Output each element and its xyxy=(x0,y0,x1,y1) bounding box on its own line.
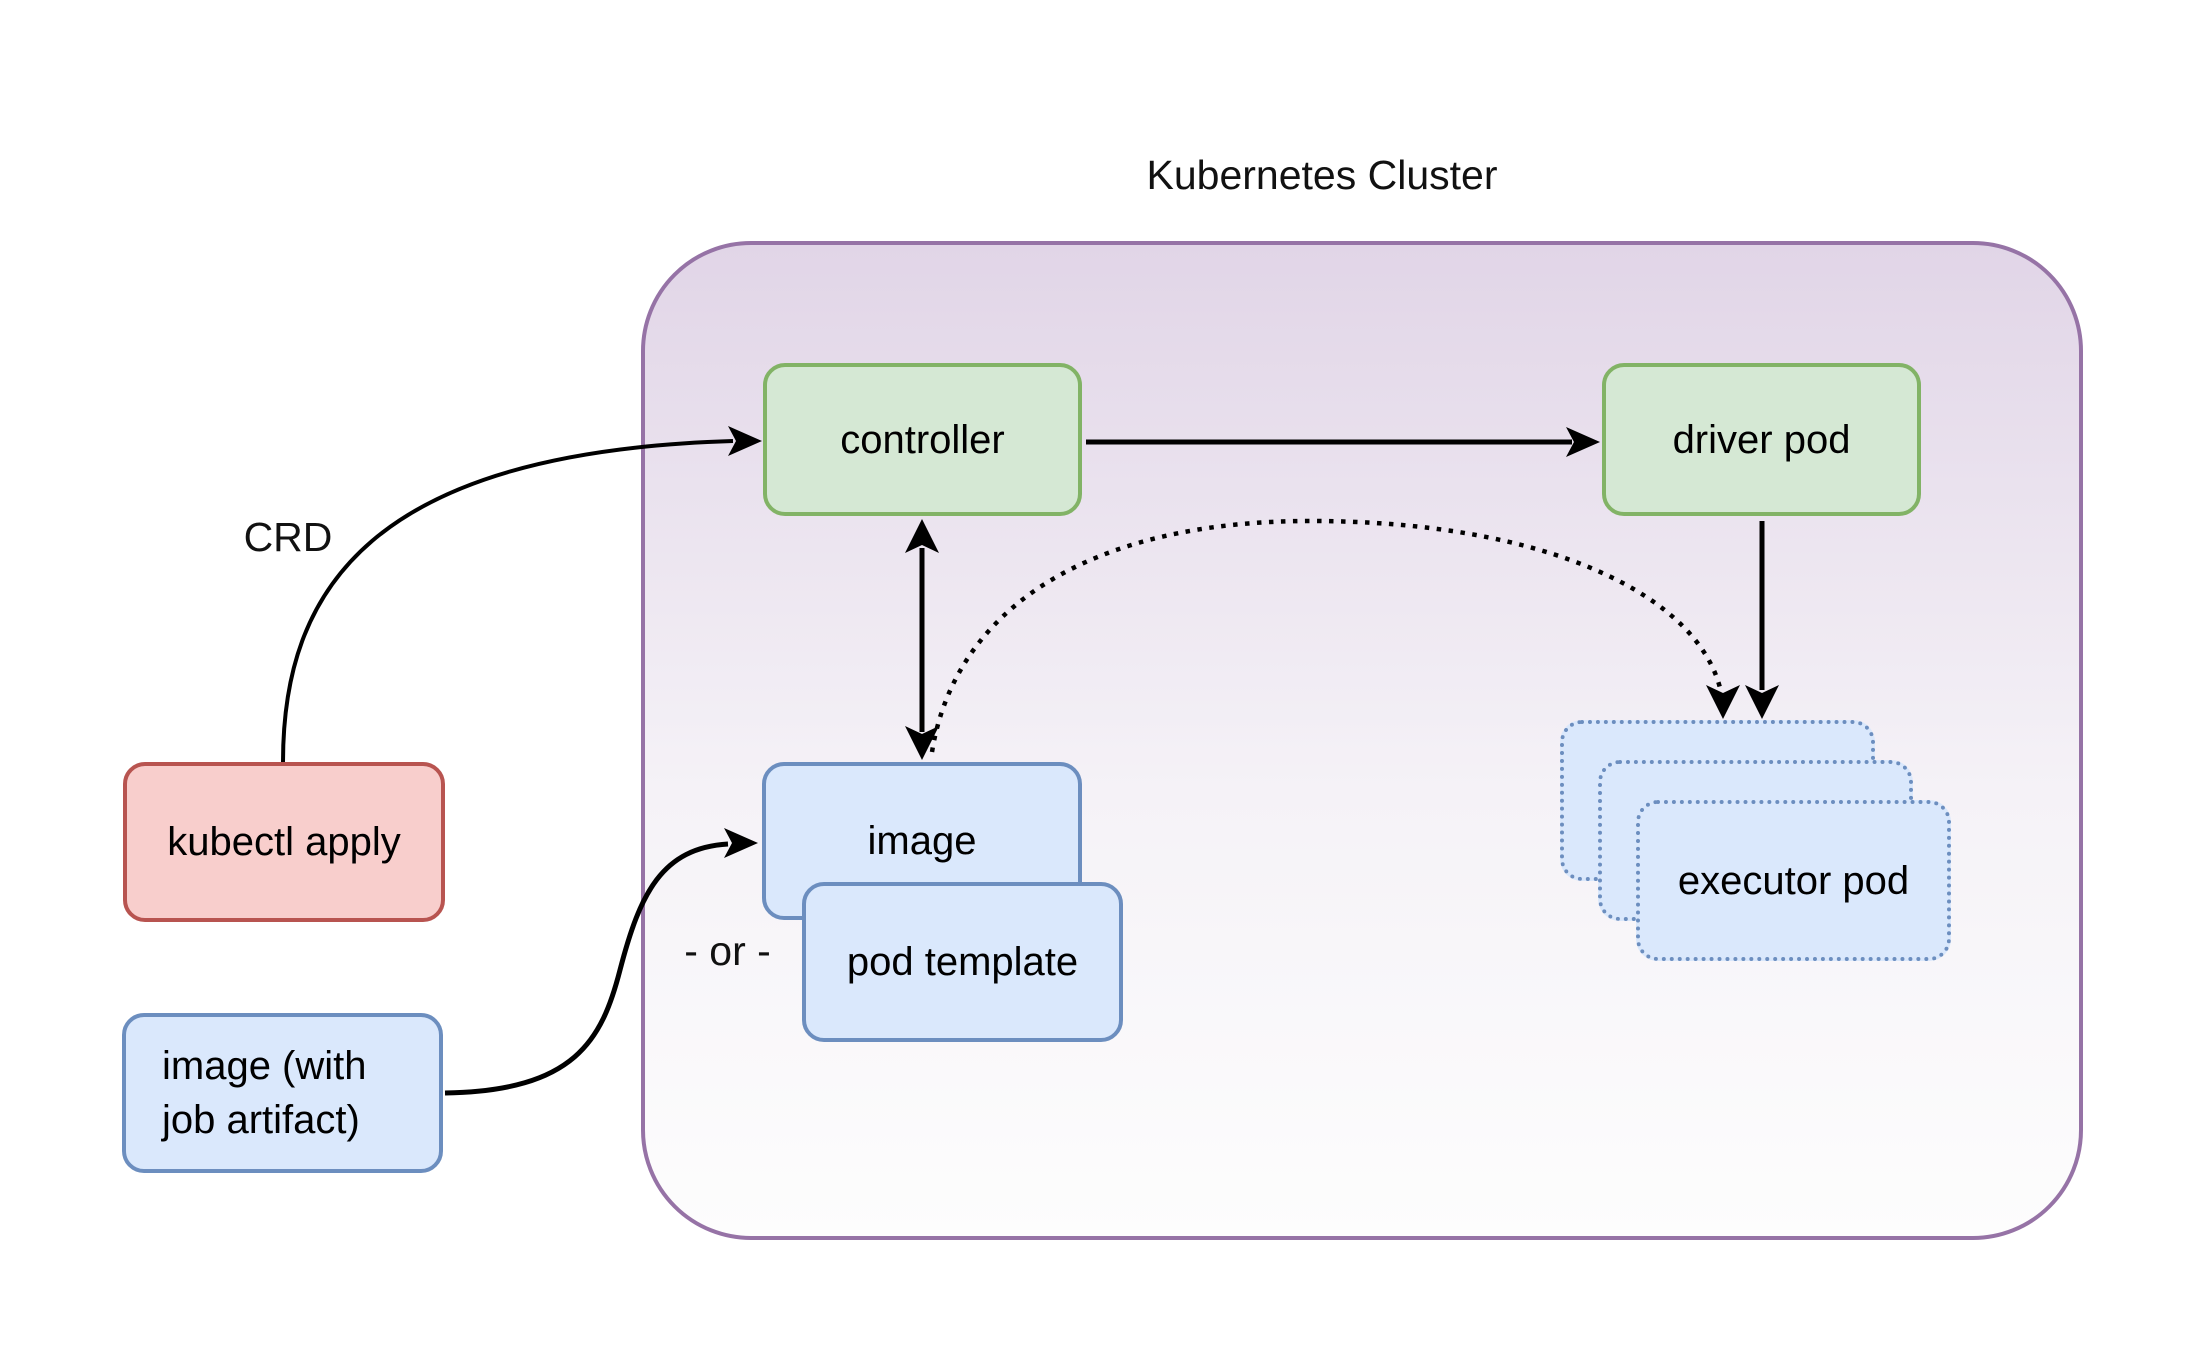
node-kubectl-apply-label: kubectl apply xyxy=(167,820,401,864)
edge-label-crd: CRD xyxy=(243,514,333,560)
node-controller-label: controller xyxy=(840,417,1005,462)
node-image-with-job-artifact-label: image (with job artifact) xyxy=(162,1044,367,1142)
node-image-label: image xyxy=(867,819,977,863)
node-executor-pod-front[interactable]: executor pod xyxy=(1636,800,1951,961)
node-image-with-job-artifact[interactable]: image (with job artifact) xyxy=(122,1013,443,1173)
diagram-title: Kubernetes Cluster xyxy=(1146,152,1498,198)
node-executor-pod-label: executor pod xyxy=(1677,858,1910,903)
node-driver-pod[interactable]: driver pod xyxy=(1602,363,1921,516)
node-kubectl-apply[interactable]: kubectl apply xyxy=(123,762,445,922)
edge-label-or: - or - xyxy=(684,928,771,974)
node-pod-template-label: pod template xyxy=(846,940,1079,984)
node-controller[interactable]: controller xyxy=(763,363,1082,516)
node-driver-pod-label: driver pod xyxy=(1672,417,1851,462)
node-pod-template[interactable]: pod template xyxy=(802,882,1123,1042)
